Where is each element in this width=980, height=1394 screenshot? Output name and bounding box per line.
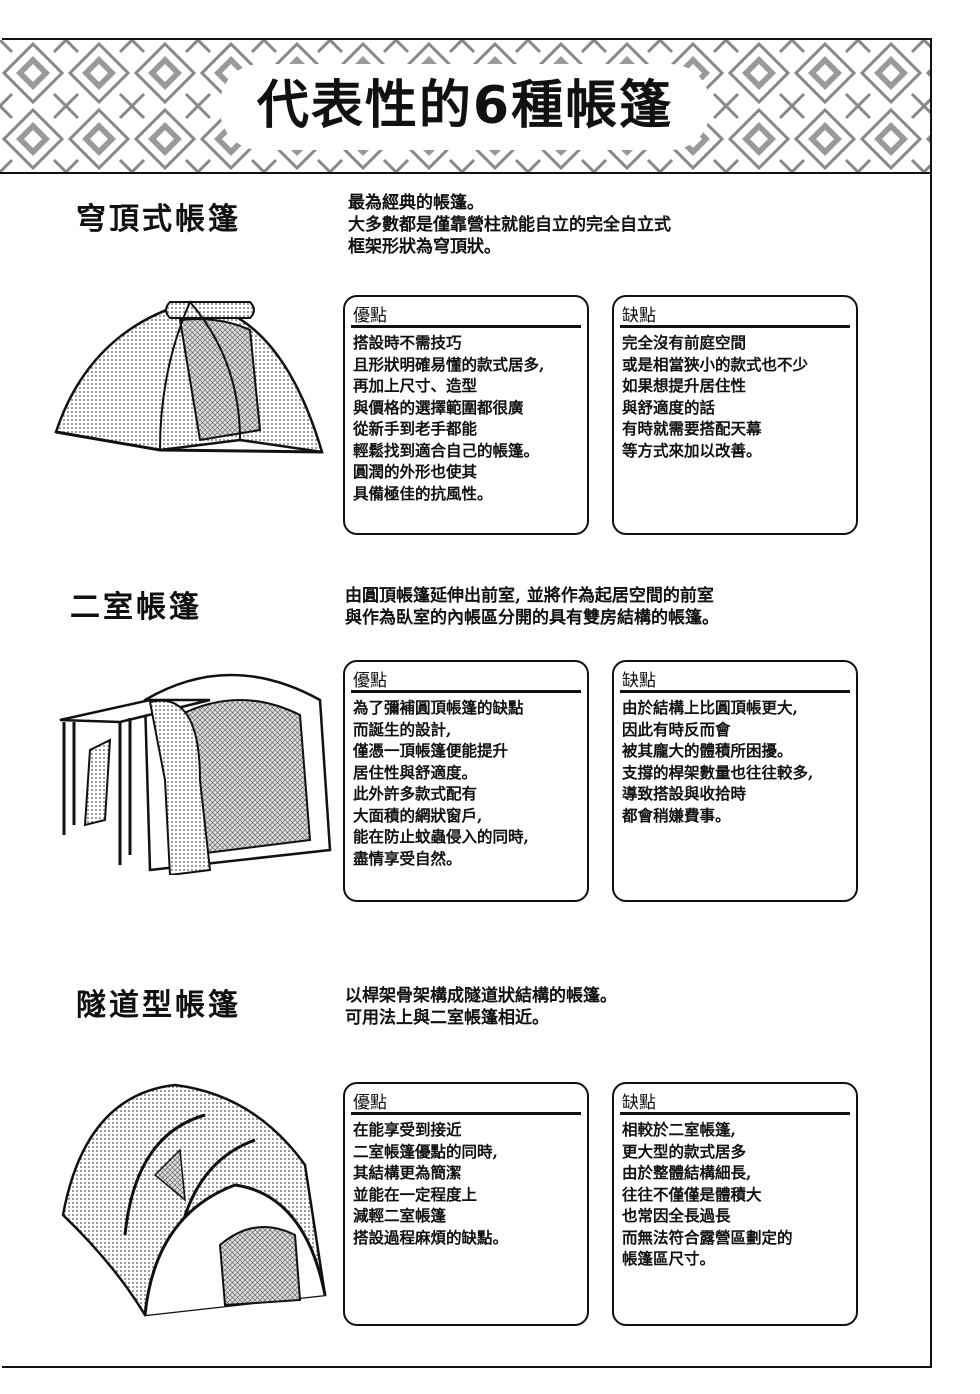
desc-line: 可用法上與二室帳篷相近。 (345, 1008, 549, 1028)
cons-label: 缺點 (622, 1093, 656, 1113)
desc-line: 大多數都是僅靠營柱就能自立的完全自立式 (348, 215, 671, 235)
pros-line: 僅憑一頂帳篷便能提升 (353, 741, 509, 760)
cons-line: 帳篷區尺寸。 (622, 1249, 716, 1268)
pros-line: 為了彌補圓頂帳篷的缺點 (353, 698, 524, 717)
cons-box-dome: 缺點 完全沒有前庭空間 或是相當狹小的款式也不少 如果想提升居住性 與舒適度的話… (612, 295, 858, 535)
pros-label: 優點 (353, 306, 387, 326)
cons-line: 更大型的款式居多 (622, 1141, 747, 1161)
cons-line: 由於整體結構細長, (622, 1163, 752, 1182)
cons-line: 有時就需要搭配天幕 (622, 419, 762, 438)
pros-line: 盡情享受自然。 (353, 848, 462, 868)
pros-line: 此外許多款式配有 (353, 784, 478, 803)
pros-box-tunnel: 優點 在能享受到接近 二室帳篷優點的同時, 其結構更為簡潔 並能在一定程度上 減… (343, 1082, 589, 1326)
pros-line: 圓潤的外形也使其 (353, 462, 478, 481)
two-room-tent-illustration (59, 673, 332, 875)
pros-box-two-room: 優點 為了彌補圓頂帳篷的缺點 而誕生的設計, 僅憑一頂帳篷便能提升 居住性與舒適… (343, 660, 589, 902)
page-title: 代表性的6種帳篷 (256, 76, 674, 136)
pros-line: 從新手到老手都能 (353, 419, 478, 438)
cons-line: 而無法符合露營區劃定的 (622, 1227, 793, 1247)
section-title-two-room: 二室帳篷 (70, 590, 202, 625)
pros-line: 與價格的選擇範圍都很廣 (353, 397, 524, 417)
dome-tent-illustration (54, 300, 324, 454)
cons-line: 因此有時反而會 (622, 719, 731, 739)
cons-line: 也常因全長過長 (622, 1206, 731, 1225)
cons-box-two-room: 缺點 由於結構上比圓頂帳更大, 因此有時反而會 被其龐大的體積所困擾。 支撐的桿… (612, 660, 858, 902)
title-backdrop (220, 64, 710, 150)
pros-line: 再加上尺寸、造型 (353, 376, 478, 395)
section-title-dome: 穹頂式帳篷 (76, 202, 241, 237)
cons-line: 等方式來加以改善。 (622, 440, 762, 460)
pros-line: 搭設時不需技巧 (353, 333, 462, 352)
section-desc-tunnel: 以桿架骨架構成隧道狀結構的帳篷。 可用法上與二室帳篷相近。 (345, 985, 617, 1029)
cons-line: 都會稍嫌費事。 (622, 805, 731, 825)
cons-line: 被其龐大的體積所困擾。 (622, 741, 793, 760)
pros-label: 優點 (353, 671, 387, 691)
pros-box-dome: 優點 搭設時不需技巧 且形狀明確易懂的款式居多, 再加上尺寸、造型 與價格的選擇… (343, 295, 589, 535)
desc-line: 由圓頂帳篷延伸出前室, 並將作為起居空間的前室 (345, 586, 714, 606)
pros-line: 居住性與舒適度。 (353, 762, 478, 782)
pros-line: 其結構更為簡潔 (353, 1163, 462, 1182)
pros-line: 減輕二室帳篷 (353, 1206, 447, 1225)
pros-line: 大面積的網狀窗戶, (353, 805, 483, 825)
cons-label: 缺點 (622, 306, 656, 326)
tunnel-tent-illustration (61, 1083, 327, 1317)
pros-line: 二室帳篷優點的同時, (353, 1141, 498, 1161)
cons-line: 完全沒有前庭空間 (622, 333, 747, 352)
desc-line: 最為經典的帳篷。 (348, 193, 484, 213)
pros-line: 具備極佳的抗風性。 (353, 483, 493, 503)
pros-line: 並能在一定程度上 (353, 1184, 478, 1204)
pros-line: 搭設過程麻煩的缺點。 (353, 1227, 509, 1247)
cons-label: 缺點 (622, 671, 656, 691)
cons-line: 支撐的桿架數量也往往較多, (622, 762, 814, 782)
cons-line: 由於結構上比圓頂帳更大, (622, 698, 798, 717)
cons-box-tunnel: 缺點 相較於二室帳篷, 更大型的款式居多 由於整體結構細長, 往往不僅僅是體積大… (612, 1082, 858, 1326)
section-title-tunnel: 隧道型帳篷 (76, 988, 241, 1023)
cons-line: 與舒適度的話 (622, 397, 716, 417)
pros-line: 能在防止蚊蟲侵入的同時, (353, 827, 529, 846)
pros-line: 且形狀明確易懂的款式居多, (353, 354, 545, 374)
section-desc-two-room: 由圓頂帳篷延伸出前室, 並將作為起居空間的前室 與作為臥室的內帳區分開的具有雙房… (345, 585, 719, 629)
section-desc-dome: 最為經典的帳篷。 大多數都是僅靠營柱就能自立的完全自立式 框架形狀為穹頂狀。 (348, 192, 671, 258)
cons-line: 導致搭設與收拾時 (622, 784, 747, 803)
desc-line: 以桿架骨架構成隧道狀結構的帳篷。 (345, 986, 617, 1006)
pros-label: 優點 (353, 1093, 387, 1113)
cons-line: 或是相當狹小的款式也不少 (622, 354, 809, 374)
pros-line: 輕鬆找到適合自己的帳篷。 (353, 440, 540, 460)
cons-line: 相較於二室帳篷, (622, 1120, 736, 1139)
pros-line: 而誕生的設計, (353, 719, 452, 739)
desc-line: 框架形狀為穹頂狀。 (348, 237, 501, 257)
cons-line: 如果想提升居住性 (622, 376, 747, 395)
page-frame (2, 38, 932, 1368)
desc-line: 與作為臥室的內帳區分開的具有雙房結構的帳篷。 (345, 608, 719, 628)
cons-line: 往往不僅僅是體積大 (622, 1184, 762, 1204)
pros-line: 在能享受到接近 (353, 1120, 462, 1139)
